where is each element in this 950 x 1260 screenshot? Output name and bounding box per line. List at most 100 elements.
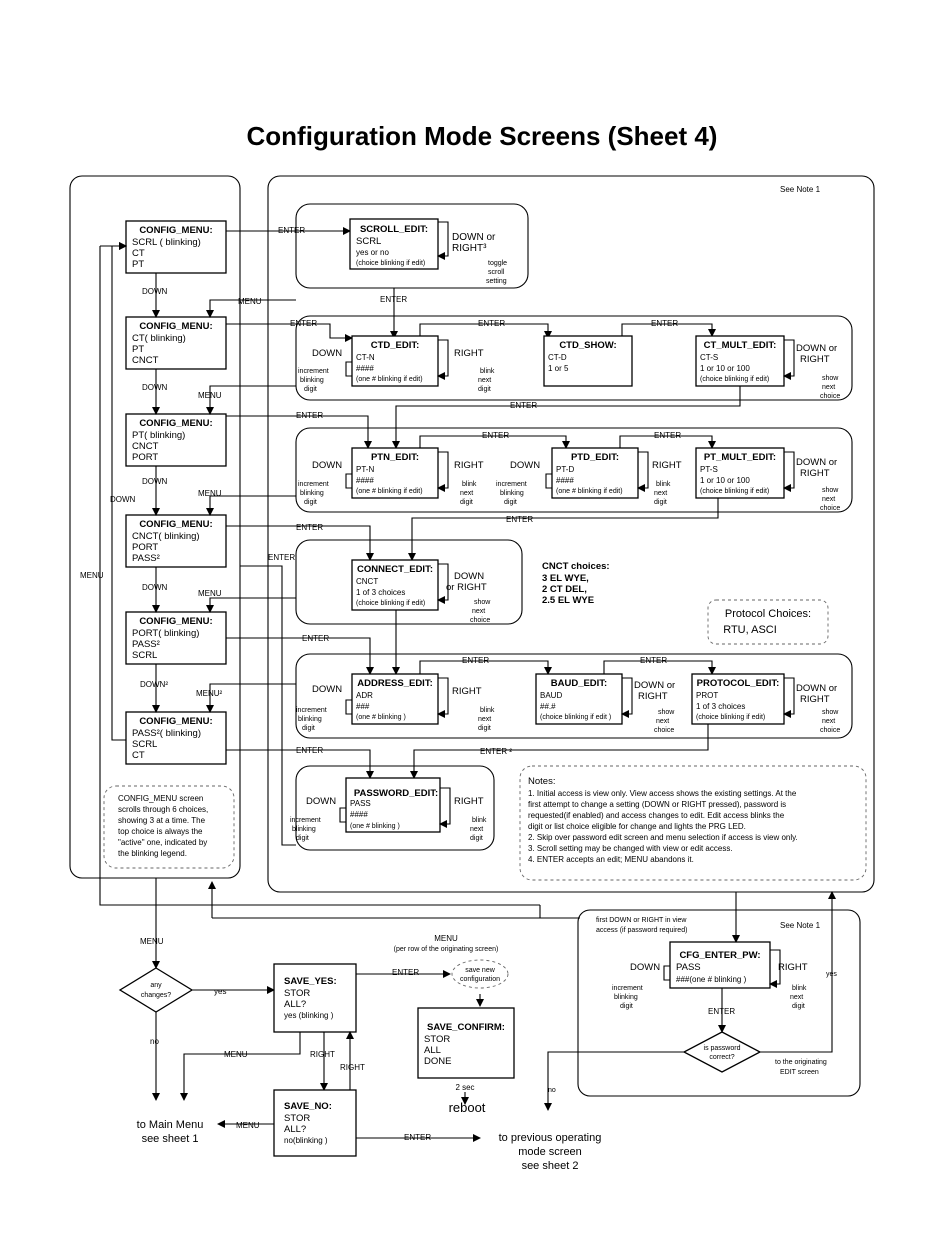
svg-text:choice: choice xyxy=(820,727,840,734)
svg-text:PT: PT xyxy=(132,259,144,270)
svg-text:###: ### xyxy=(356,702,370,711)
svg-text:next: next xyxy=(460,490,473,497)
svg-text:increment: increment xyxy=(296,707,327,714)
connect-row xyxy=(295,539,523,625)
svg-text:(one # blinking if edit): (one # blinking if edit) xyxy=(356,488,423,495)
svg-text:CONFIG_MENU:: CONFIG_MENU: xyxy=(139,418,212,429)
svg-text:ENTER: ENTER xyxy=(290,319,317,328)
svg-text:PTN_EDIT:: PTN_EDIT: xyxy=(371,452,419,463)
svg-text:PT: PT xyxy=(132,344,144,355)
svg-text:DOWN or: DOWN or xyxy=(796,343,837,354)
ctd-edit-screen: CTD_EDIT: CT-N #### (one # blinking if e… xyxy=(351,335,439,387)
svg-text:SAVE_NO:: SAVE_NO: xyxy=(284,1101,332,1112)
svg-text:CTD_SHOW:: CTD_SHOW: xyxy=(559,340,616,351)
svg-text:MENU: MENU xyxy=(224,1050,248,1059)
svg-text:CT-S: CT-S xyxy=(700,353,718,362)
svg-text:increment: increment xyxy=(290,817,321,824)
svg-text:mode screen: mode screen xyxy=(518,1146,582,1158)
svg-text:choice: choice xyxy=(820,505,840,512)
address-edit-screen: ADDRESS_EDIT: ADR ### (one # blinking ) xyxy=(351,673,439,725)
svg-text:save new: save new xyxy=(465,967,496,974)
svg-text:see sheet 1: see sheet 1 xyxy=(142,1133,199,1145)
svg-text:blinking: blinking xyxy=(300,490,324,497)
svg-text:RTU, ASCI: RTU, ASCI xyxy=(723,624,777,636)
ct-row xyxy=(295,315,853,401)
svg-text:DOWN: DOWN xyxy=(306,796,336,807)
svg-text:DOWN or: DOWN or xyxy=(796,683,837,694)
svg-text:See Note 1: See Note 1 xyxy=(780,921,821,930)
svg-text:next: next xyxy=(470,826,483,833)
cnct-choices: CNCT choices: 3 EL WYE, 2 CT DEL, 2.5 EL… xyxy=(542,561,610,606)
svg-text:ENTER: ENTER xyxy=(462,656,489,665)
svg-text:blink: blink xyxy=(656,481,671,488)
svg-text:ADDRESS_EDIT:: ADDRESS_EDIT: xyxy=(357,678,433,689)
svg-text:STOR: STOR xyxy=(284,1113,310,1124)
password-row xyxy=(295,765,495,851)
svg-text:to Main Menu: to Main Menu xyxy=(137,1119,204,1131)
svg-text:4. ENTER accepts an edit; MENU: 4. ENTER accepts an edit; MENU abandons … xyxy=(528,855,694,864)
pt-mult-edit-screen: PT_MULT_EDIT: PT-S 1 or 10 or 100 (choic… xyxy=(695,447,785,499)
svg-text:digit: digit xyxy=(654,499,667,506)
svg-text:RIGHT: RIGHT xyxy=(454,348,484,359)
svg-text:####: #### xyxy=(356,364,374,373)
svg-text:1 or 5: 1 or 5 xyxy=(548,364,569,373)
svg-text:3. Scroll setting may be chang: 3. Scroll setting may be changed with vi… xyxy=(528,844,733,853)
svg-text:DOWN: DOWN xyxy=(510,460,540,471)
svg-text:ENTER: ENTER xyxy=(380,295,407,304)
password-correct-decision: is password correct? xyxy=(682,1031,762,1073)
svg-text:ENTER: ENTER xyxy=(296,746,323,755)
svg-text:PORT: PORT xyxy=(132,452,158,463)
svg-text:MENU: MENU xyxy=(80,571,104,580)
svg-text:increment: increment xyxy=(496,481,527,488)
svg-text:ENTER: ENTER xyxy=(278,226,305,235)
svg-text:CT-D: CT-D xyxy=(548,353,567,362)
svg-text:choice: choice xyxy=(654,727,674,734)
svg-text:scroll: scroll xyxy=(488,269,505,276)
svg-text:(choice blinking if edit): (choice blinking if edit) xyxy=(696,714,765,721)
svg-text:RIGHT: RIGHT xyxy=(800,694,830,705)
svg-text:changes?: changes? xyxy=(141,992,171,999)
save-new-config: save new configuration xyxy=(451,959,509,989)
svg-text:RIGHT³: RIGHT³ xyxy=(452,243,487,254)
scroll-row xyxy=(295,203,529,289)
svg-text:choice: choice xyxy=(470,617,490,624)
svg-text:CNCT: CNCT xyxy=(132,355,159,366)
svg-text:PT-D: PT-D xyxy=(556,465,574,474)
password-edit-screen: PASSWORD_EDIT: PASS #### (one # blinking… xyxy=(345,777,441,833)
save-confirm-screen: SAVE_CONFIRM: STOR ALL DONE xyxy=(417,1007,515,1079)
svg-text:2.5 EL WYE: 2.5 EL WYE xyxy=(542,595,594,606)
svg-text:increment: increment xyxy=(298,368,329,375)
svg-text:PT-N: PT-N xyxy=(356,465,374,474)
svg-text:choice: choice xyxy=(820,393,840,400)
svg-text:(one # blinking ): (one # blinking ) xyxy=(350,823,400,830)
svg-text:digit: digit xyxy=(504,499,517,506)
svg-text:CNCT( blinking): CNCT( blinking) xyxy=(132,531,200,542)
svg-text:digit: digit xyxy=(470,835,483,842)
svg-text:PT-S: PT-S xyxy=(700,465,718,474)
svg-text:next: next xyxy=(822,718,835,725)
svg-text:SCROLL_EDIT:: SCROLL_EDIT: xyxy=(360,224,428,235)
svg-text:RIGHT: RIGHT xyxy=(454,460,484,471)
svg-text:PT_MULT_EDIT:: PT_MULT_EDIT: xyxy=(704,452,776,463)
svg-text:CT: CT xyxy=(132,750,145,761)
svg-text:MENU: MENU xyxy=(434,934,458,943)
svg-text:blinking: blinking xyxy=(298,716,322,723)
svg-text:3 EL WYE,: 3 EL WYE, xyxy=(542,573,589,584)
svg-text:Protocol Choices:: Protocol Choices: xyxy=(725,608,811,620)
svg-text:PT( blinking): PT( blinking) xyxy=(132,430,185,441)
svg-text:CNCT: CNCT xyxy=(132,441,159,452)
svg-text:show: show xyxy=(822,375,839,382)
svg-text:show: show xyxy=(474,599,491,606)
svg-text:MENU: MENU xyxy=(198,391,222,400)
svg-text:CFG_ENTER_PW:: CFG_ENTER_PW: xyxy=(679,950,760,961)
svg-text:CONFIG_MENU:: CONFIG_MENU: xyxy=(139,716,212,727)
svg-text:next: next xyxy=(790,994,803,1001)
svg-text:ENTER ²: ENTER ² xyxy=(480,747,512,756)
svg-text:RIGHT: RIGHT xyxy=(310,1050,335,1059)
svg-text:RIGHT: RIGHT xyxy=(454,796,484,807)
svg-text:blinking: blinking xyxy=(300,377,324,384)
config-menu-4: CONFIG_MENU: CNCT( blinking) PORT PASS² xyxy=(125,514,227,568)
ptd-edit-screen: PTD_EDIT: PT-D #### (one # blinking if e… xyxy=(551,447,639,499)
svg-text:BAUD: BAUD xyxy=(540,691,562,700)
